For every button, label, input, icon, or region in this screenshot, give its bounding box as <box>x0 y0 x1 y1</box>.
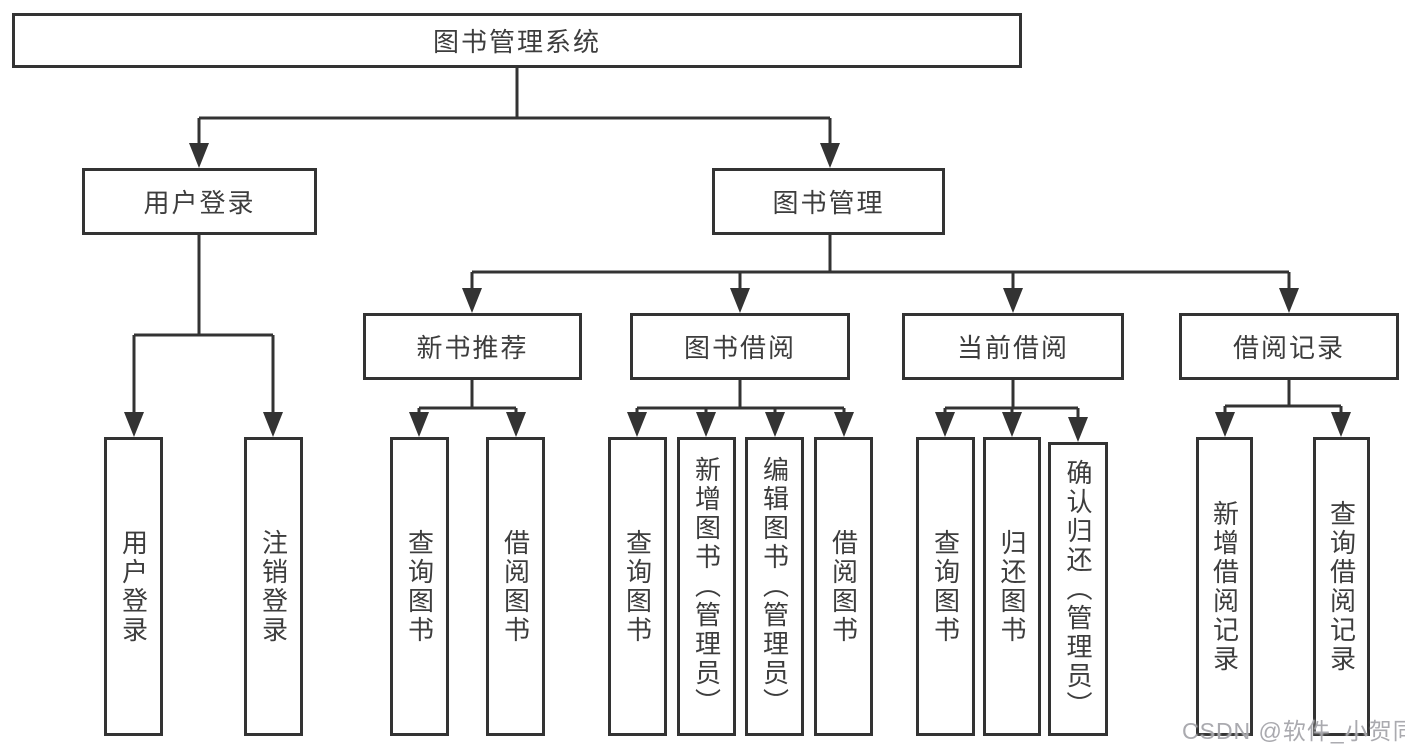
node-label: 图书管理系统 <box>432 27 601 57</box>
leaf-label: 查询图书 <box>404 528 435 645</box>
leaf-borrow-book-recommend: 借阅图书 <box>486 437 545 736</box>
leaf-label: 新增借阅记录 <box>1209 499 1240 674</box>
leaf-label: 用户登录 <box>118 528 149 645</box>
node-current-borrow: 当前借阅 <box>902 313 1124 380</box>
leaf-label: 借阅图书 <box>500 528 531 645</box>
leaf-query-book-current: 查询图书 <box>916 437 975 736</box>
node-borrow-records: 借阅记录 <box>1179 313 1399 380</box>
leaf-user-login: 用户登录 <box>104 437 163 736</box>
leaf-logout: 注销登录 <box>244 437 303 736</box>
node-new-book-recommend: 新书推荐 <box>363 313 582 380</box>
leaf-query-borrow-record: 查询借阅记录 <box>1313 437 1370 736</box>
leaf-borrow-book: 借阅图书 <box>814 437 873 736</box>
node-label: 图书借阅 <box>683 333 796 363</box>
leaf-add-borrow-record: 新增借阅记录 <box>1196 437 1253 736</box>
leaf-label: 查询图书 <box>622 528 653 645</box>
node-label: 借阅记录 <box>1232 333 1345 363</box>
leaf-label: 编辑图书（管理员） <box>759 456 790 717</box>
node-label: 新书推荐 <box>416 333 529 363</box>
node-root-library-system: 图书管理系统 <box>12 13 1022 68</box>
node-label: 当前借阅 <box>956 333 1069 363</box>
node-label: 用户登录 <box>143 188 256 218</box>
node-label: 图书管理 <box>772 188 885 218</box>
leaf-add-book-admin: 新增图书（管理员） <box>677 437 736 736</box>
leaf-confirm-return-admin: 确认归还（管理员） <box>1048 442 1108 736</box>
leaf-edit-book-admin: 编辑图书（管理员） <box>745 437 804 736</box>
leaf-label: 注销登录 <box>258 528 289 645</box>
node-book-borrow: 图书借阅 <box>630 313 850 380</box>
leaf-query-book-recommend: 查询图书 <box>390 437 449 736</box>
leaf-label: 借阅图书 <box>828 528 859 645</box>
leaf-label: 新增图书（管理员） <box>691 456 722 717</box>
leaf-return-book: 归还图书 <box>983 437 1041 736</box>
leaf-label: 归还图书 <box>997 528 1027 645</box>
csdn-watermark: CSDN @软件_小贺同学 <box>1182 718 1405 744</box>
node-book-management: 图书管理 <box>712 168 945 235</box>
leaf-label: 查询图书 <box>930 528 961 645</box>
leaf-label: 确认归还（管理员） <box>1063 458 1093 720</box>
leaf-label: 查询借阅记录 <box>1326 499 1357 674</box>
node-user-login: 用户登录 <box>82 168 317 235</box>
leaf-query-book-borrow: 查询图书 <box>608 437 667 736</box>
